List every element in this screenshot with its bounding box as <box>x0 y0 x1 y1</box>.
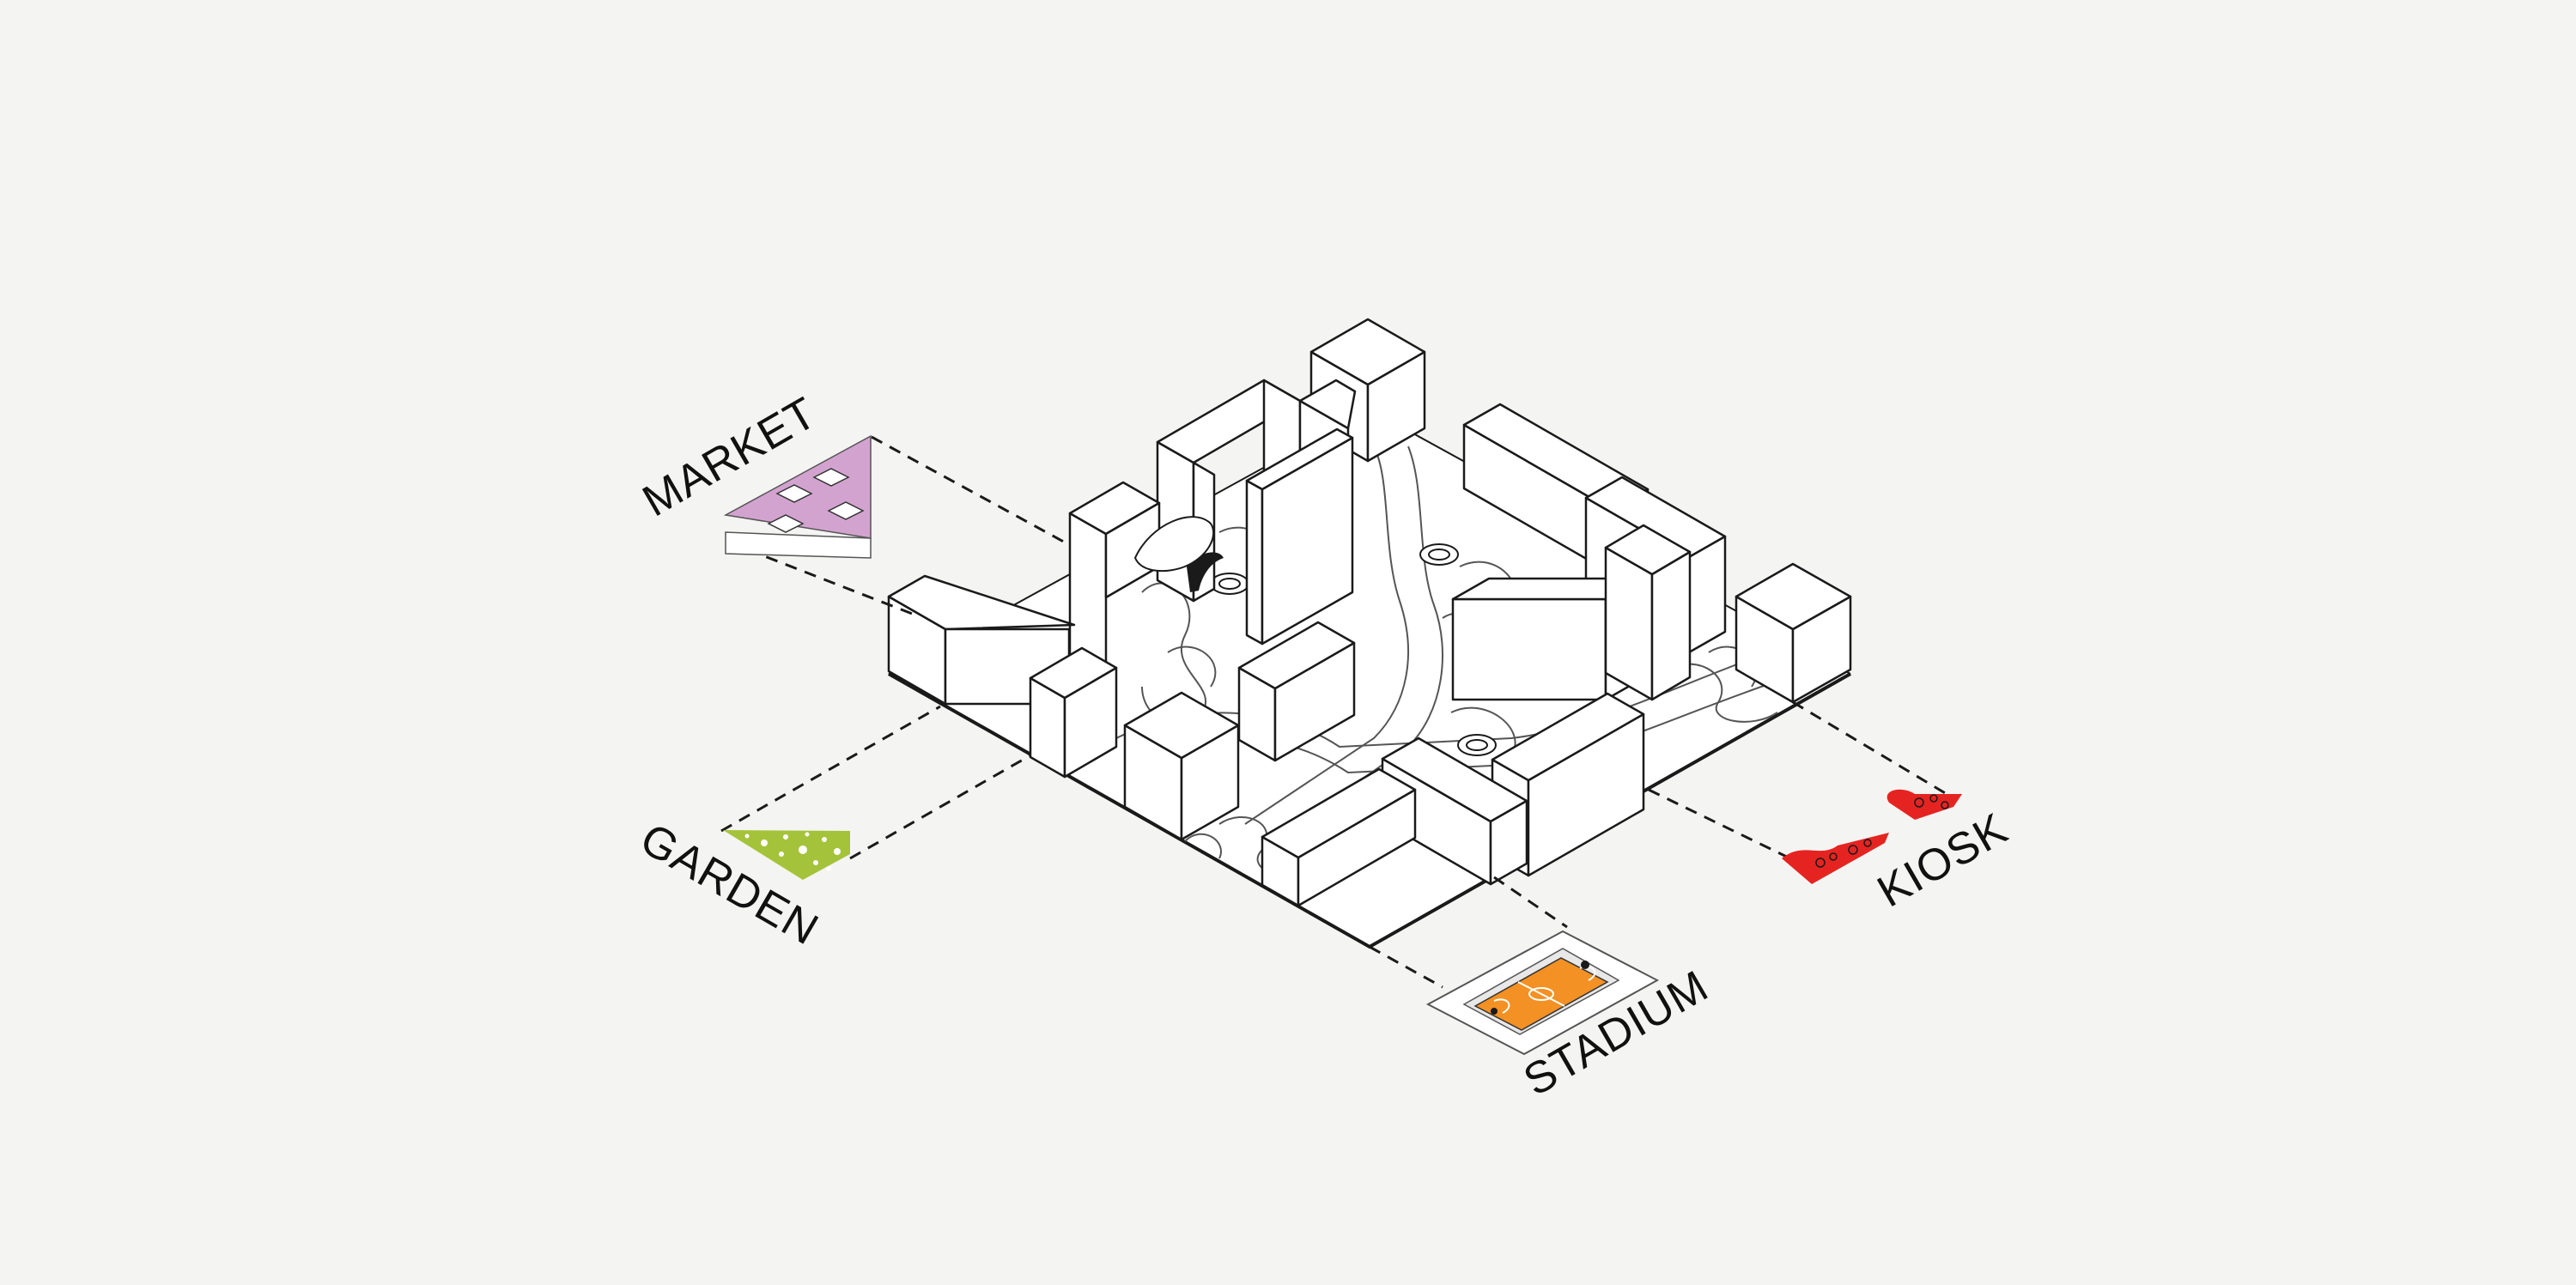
building-block-center <box>1237 621 1356 762</box>
stadium-leader-lower <box>1369 945 1443 989</box>
market-leader-lower <box>746 548 920 618</box>
building-block-west-mid <box>1029 646 1118 779</box>
stadium-leader-upper <box>1493 876 1568 929</box>
garden-leader-lower <box>849 754 1031 860</box>
kiosk-icon <box>1782 789 1962 884</box>
building-block-east-mid <box>1451 524 1692 701</box>
kiosk-leader-upper <box>1792 700 1952 798</box>
stadium-icon <box>1425 930 1660 1056</box>
market-leader-upper <box>871 435 1069 546</box>
buildings <box>887 318 1852 907</box>
leader-lines <box>720 435 1952 989</box>
building-tower-east <box>1735 562 1852 704</box>
pavilion-accent <box>1133 516 1224 592</box>
garden-leader-upper <box>720 705 941 833</box>
building-cube-south <box>1123 691 1240 841</box>
kiosk-leader-lower <box>1648 788 1800 864</box>
building-block-south-front <box>1261 767 1417 907</box>
building-block-center-north <box>1245 427 1354 646</box>
garden-icon <box>723 830 850 880</box>
market-icon <box>723 434 872 559</box>
kiosk-label: KIOSK <box>1869 803 2016 917</box>
round-planters <box>1210 543 1497 756</box>
